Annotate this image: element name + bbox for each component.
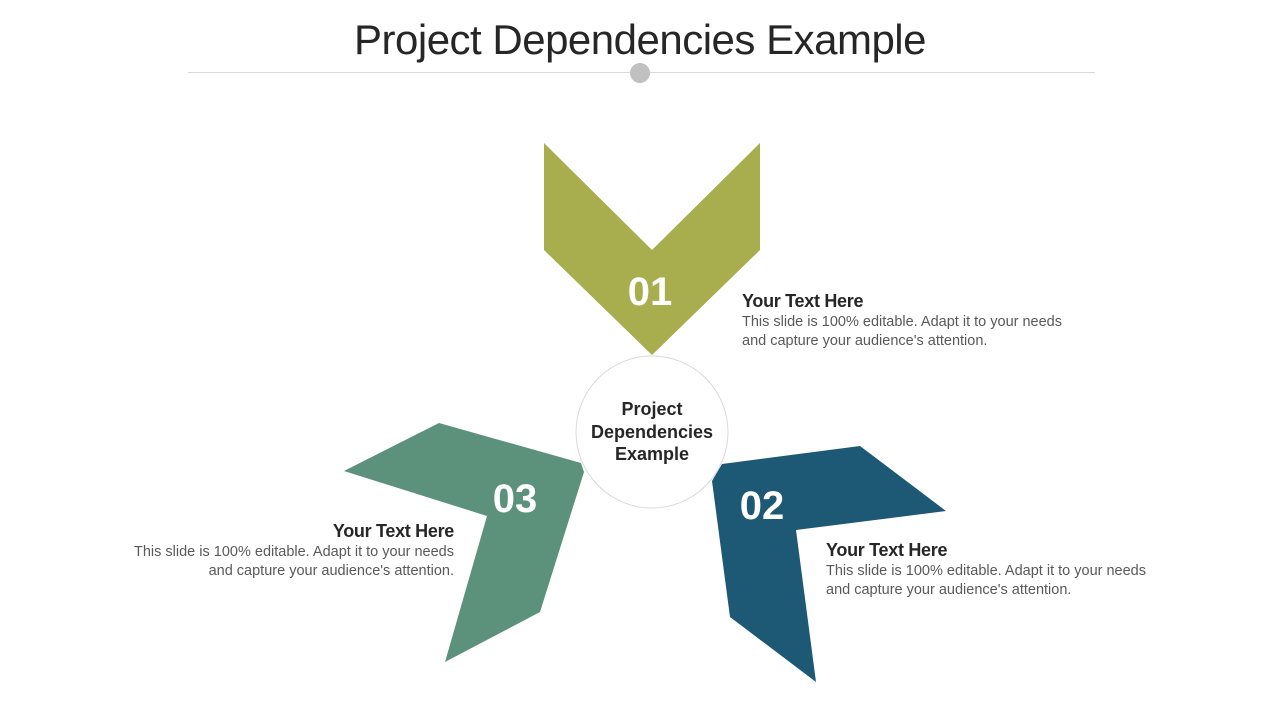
item-01-heading: Your Text Here — [742, 291, 864, 311]
item-02-number: 02 — [739, 484, 785, 528]
item-02-heading: Your Text Here — [826, 540, 948, 560]
item-01-number: 01 — [627, 270, 673, 314]
center-circle — [575, 355, 729, 509]
slide-title: Project Dependencies Example — [354, 16, 927, 63]
item-01-body: This slide is 100% editable. Adapt it to… — [742, 314, 1062, 349]
item-03-text-block: Your Text Here This slide is 100% editab… — [124, 521, 454, 581]
chevron-03-shape — [344, 423, 584, 662]
item-03-number: 03 — [492, 477, 538, 521]
center-label: Project Dependencies Example — [590, 399, 714, 464]
chevron-01-shape — [544, 143, 760, 355]
chevron-02-shape — [712, 446, 946, 682]
item-01-text-block: Your Text Here This slide is 100% editab… — [742, 291, 1072, 351]
item-03-heading: Your Text Here — [332, 521, 454, 541]
item-02-text-block: Your Text Here This slide is 100% editab… — [826, 540, 1156, 600]
item-03-body: This slide is 100% editable. Adapt it to… — [134, 544, 454, 579]
item-02-body: This slide is 100% editable. Adapt it to… — [826, 563, 1146, 598]
divider-dot — [630, 63, 650, 83]
